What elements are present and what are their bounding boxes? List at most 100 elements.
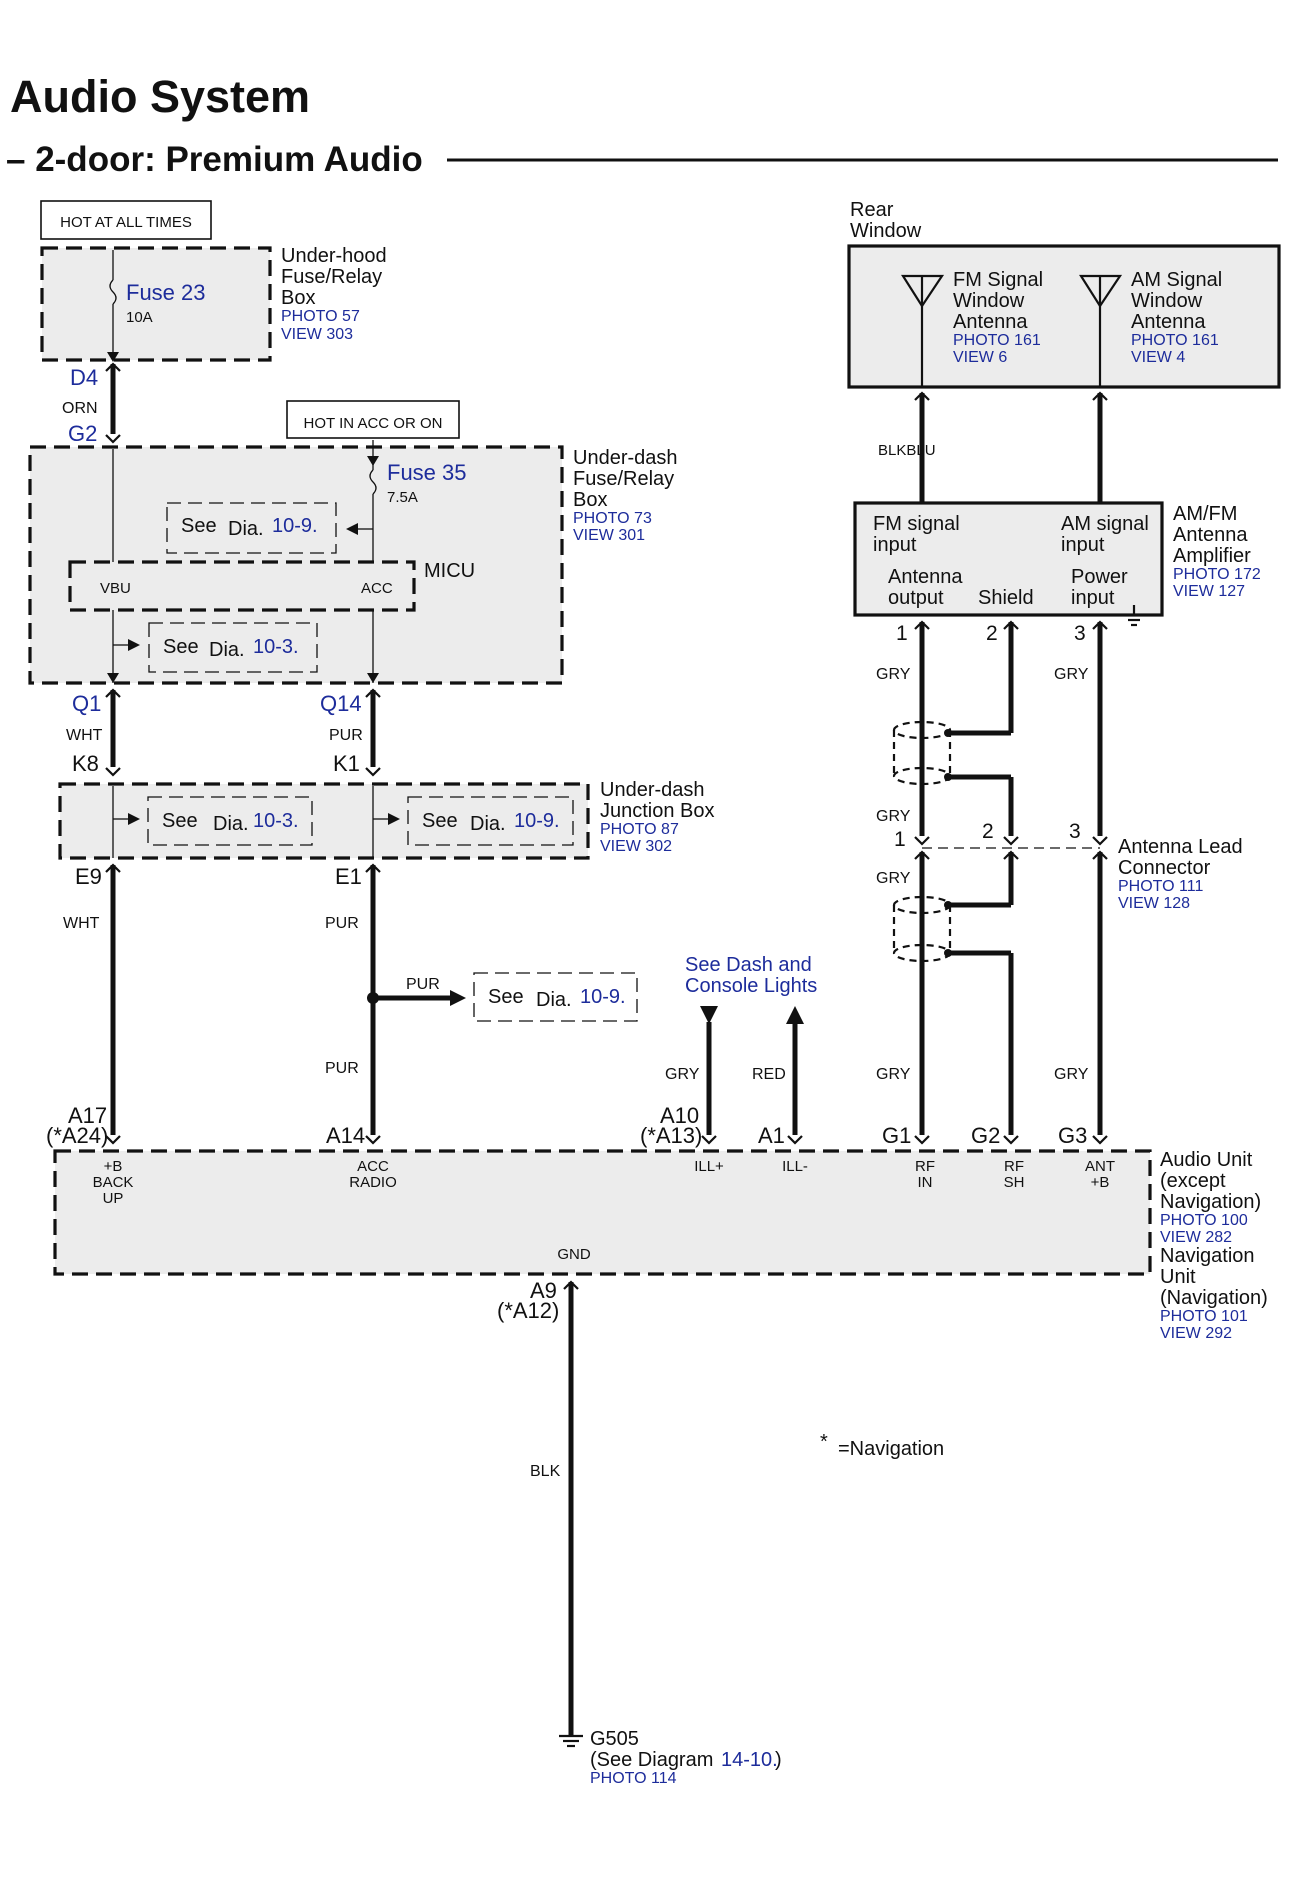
see-dash-console-lights-ref[interactable]: See Dash and Console Lights bbox=[685, 954, 817, 997]
ill-plus-arrow-down bbox=[700, 1006, 718, 1024]
wire-label-pur-1: PUR bbox=[329, 727, 363, 744]
footnote-text: =Navigation bbox=[838, 1438, 944, 1460]
svg-text:See: See bbox=[488, 986, 524, 1008]
amp-am-input-1: AM signal bbox=[1061, 513, 1149, 535]
svg-text:See: See bbox=[162, 810, 198, 832]
see-dia-10-3-ref-1[interactable]: See Dia. 10-3. bbox=[163, 636, 299, 661]
page-title: Audio System bbox=[10, 71, 310, 122]
connector-a10: A10 bbox=[660, 1103, 699, 1128]
amp-name-1: AM/FM bbox=[1173, 503, 1237, 525]
wire-label-wht-2: WHT bbox=[63, 915, 100, 932]
pin-acc-radio-1: ACC bbox=[357, 1158, 389, 1175]
ill-minus-arrow-up bbox=[786, 1006, 804, 1024]
wire-label-orn: ORN bbox=[62, 400, 98, 417]
connector-a13: (*A13) bbox=[640, 1123, 702, 1148]
fuse-23-rating: 10A bbox=[126, 309, 153, 326]
svg-text:10-9.: 10-9. bbox=[514, 810, 560, 832]
fm-antenna-view: VIEW 6 bbox=[953, 349, 1007, 366]
svg-text:): ) bbox=[775, 1749, 782, 1771]
svg-text:Console Lights: Console Lights bbox=[685, 975, 817, 997]
connector-a24: (*A24) bbox=[46, 1123, 108, 1148]
amp-power-input-1: Power bbox=[1071, 566, 1128, 588]
junction-box-view: VIEW 302 bbox=[600, 838, 672, 855]
wire-label-blkblu: BLKBLU bbox=[878, 442, 936, 459]
wire-label-gry-2: GRY bbox=[1054, 666, 1089, 683]
lead-connector-view: VIEW 128 bbox=[1118, 895, 1190, 912]
hot-in-acc-box bbox=[286, 400, 460, 439]
svg-text:See: See bbox=[181, 515, 217, 537]
connector-k1: K1 bbox=[333, 751, 360, 776]
lead-pin-2: 2 bbox=[982, 820, 994, 843]
pin-ant-1: ANT bbox=[1085, 1158, 1115, 1175]
ground-icon bbox=[559, 1734, 583, 1748]
underdash-box-name-1: Under-dash bbox=[573, 447, 678, 469]
wire-label-pur-splice: PUR bbox=[406, 976, 440, 993]
fm-antenna-photo: PHOTO 161 bbox=[953, 332, 1041, 349]
wire-label-wht-1: WHT bbox=[66, 727, 103, 744]
pin-rf-in-2: IN bbox=[918, 1174, 933, 1191]
fuse-23-symbol bbox=[109, 279, 117, 305]
ground-g505: G505 bbox=[590, 1728, 639, 1750]
rear-window-box bbox=[847, 244, 1281, 389]
pin-ill-minus: ILL- bbox=[782, 1158, 808, 1175]
connector-a12: (*A12) bbox=[497, 1298, 559, 1323]
svg-text:Dia.: Dia. bbox=[470, 813, 506, 835]
hot-at-all-times-box bbox=[40, 200, 212, 240]
see-dia-10-9-ref-3[interactable]: See Dia. 10-9. bbox=[488, 986, 626, 1011]
lead-connector-name-1: Antenna Lead bbox=[1118, 836, 1243, 858]
svg-text:Dia.: Dia. bbox=[209, 639, 245, 661]
svg-text:10-9.: 10-9. bbox=[272, 515, 318, 537]
connector-a14: A14 bbox=[326, 1123, 365, 1148]
audio-unit-name-2: (except bbox=[1160, 1170, 1226, 1192]
fm-antenna-name-1: FM Signal bbox=[953, 269, 1043, 291]
hot-at-all-times-label: HOT AT ALL TIMES bbox=[60, 214, 192, 231]
connector-e9: E9 bbox=[75, 864, 102, 889]
svg-text:See Dash and: See Dash and bbox=[685, 954, 812, 976]
lead-pin-1: 1 bbox=[894, 828, 906, 851]
wire-label-gry-3: GRY bbox=[876, 808, 911, 825]
svg-text:See: See bbox=[422, 810, 458, 832]
am-antenna-view: VIEW 4 bbox=[1131, 349, 1185, 366]
wire-label-blk: BLK bbox=[530, 1463, 561, 1480]
amp-fm-input-1: FM signal bbox=[873, 513, 960, 535]
underhood-box-photo: PHOTO 57 bbox=[281, 308, 360, 325]
pin-acc-radio-2: RADIO bbox=[349, 1174, 397, 1191]
nav-unit-name-2: Unit bbox=[1160, 1266, 1196, 1288]
amp-power-input-2: input bbox=[1071, 587, 1115, 609]
audio-unit-name-3: Navigation) bbox=[1160, 1191, 1261, 1213]
underdash-junction-box bbox=[58, 782, 590, 860]
connector-e1: E1 bbox=[335, 864, 362, 889]
pin-ant-2: +B bbox=[1091, 1174, 1110, 1191]
svg-text:10-9.: 10-9. bbox=[580, 986, 626, 1008]
page-subtitle: – 2-door: Premium Audio bbox=[6, 140, 423, 179]
svg-text:Dia.: Dia. bbox=[228, 518, 264, 540]
audio-unit-name-1: Audio Unit bbox=[1160, 1149, 1253, 1171]
pin-rf-sh-2: SH bbox=[1004, 1174, 1025, 1191]
am-antenna-name-2: Window bbox=[1131, 290, 1203, 312]
connector-q14: Q14 bbox=[320, 691, 362, 716]
underhood-box-view: VIEW 303 bbox=[281, 326, 353, 343]
audio-unit-photo: PHOTO 100 bbox=[1160, 1212, 1248, 1229]
am-antenna-name-3: Antenna bbox=[1131, 311, 1206, 333]
svg-text:(See Diagram: (See Diagram bbox=[590, 1749, 713, 1771]
fuse-35-label: Fuse 35 bbox=[387, 460, 467, 485]
connector-a9: A9 bbox=[530, 1278, 557, 1303]
connector-d4: D4 bbox=[70, 365, 98, 390]
underdash-box-name-3: Box bbox=[573, 489, 607, 511]
amp-shield: Shield bbox=[978, 587, 1034, 609]
connector-a17: A17 bbox=[68, 1103, 107, 1128]
nav-unit-name-1: Navigation bbox=[1160, 1245, 1255, 1267]
wire-label-gry-4: GRY bbox=[876, 870, 911, 887]
see-diagram-14-10-ref[interactable]: (See Diagram 14-10. ) bbox=[590, 1749, 782, 1771]
see-dia-10-3-ref-2[interactable]: See Dia. 10-3. bbox=[162, 810, 299, 835]
hot-in-acc-label: HOT IN ACC OR ON bbox=[304, 415, 443, 432]
fuse-23-label: Fuse 23 bbox=[126, 280, 206, 305]
underdash-box-photo: PHOTO 73 bbox=[573, 510, 652, 527]
wire-label-gry-6: GRY bbox=[1054, 1066, 1089, 1083]
fuse-35-rating: 7.5A bbox=[387, 489, 418, 506]
see-dia-10-9-ref-1[interactable]: See Dia. 10-9. bbox=[181, 515, 318, 540]
see-dia-10-9-ref-2[interactable]: See Dia. 10-9. bbox=[422, 810, 560, 835]
svg-text:See: See bbox=[163, 636, 199, 658]
ground-photo: PHOTO 114 bbox=[590, 1770, 677, 1787]
pin-back-up-3: UP bbox=[103, 1190, 124, 1207]
